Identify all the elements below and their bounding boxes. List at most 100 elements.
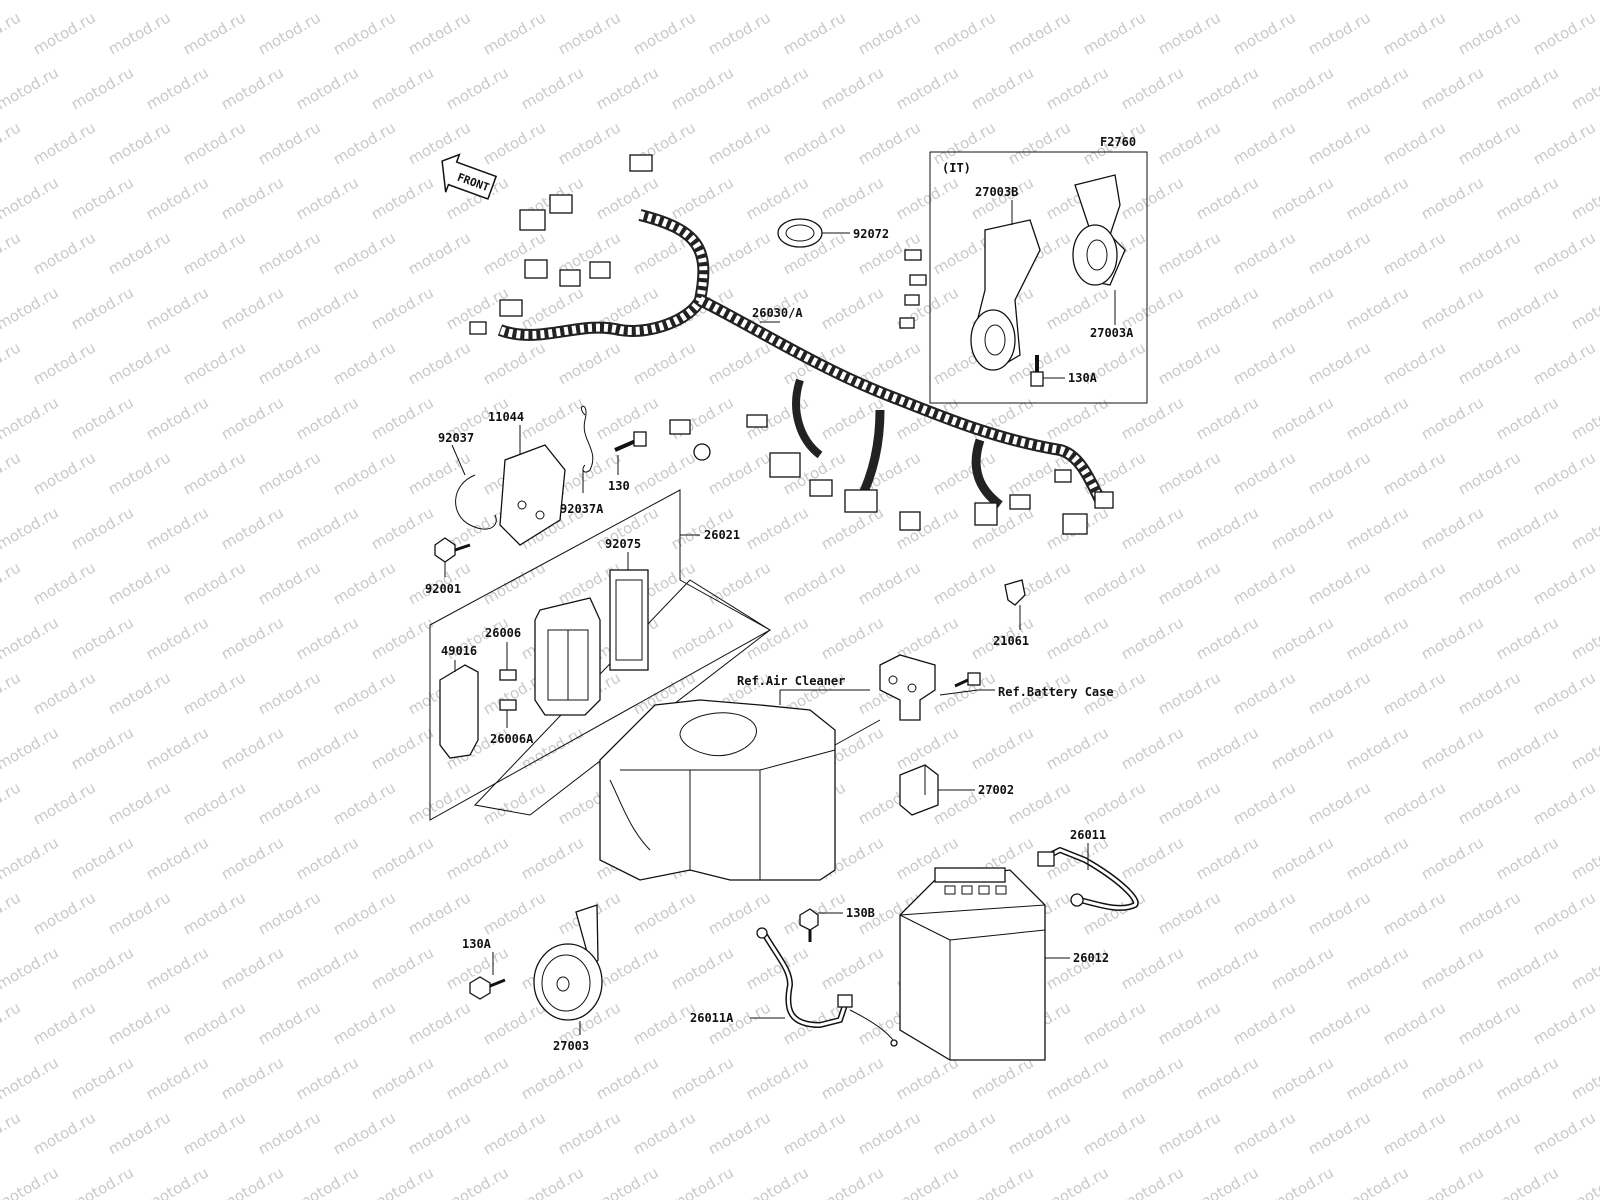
watermark-text: motod.ru xyxy=(368,503,437,553)
watermark-text: motod.ru xyxy=(1268,943,1337,993)
watermark-text: motod.ru xyxy=(1230,1108,1299,1158)
watermark-text: motod.ru xyxy=(1343,0,1412,3)
watermark-text: motod.ru xyxy=(705,338,774,388)
watermark-text: motod.ru xyxy=(1493,173,1562,223)
watermark-text: motod.ru xyxy=(593,1163,662,1200)
watermark-text: motod.ru xyxy=(593,0,662,3)
watermark-text: motod.ru xyxy=(368,613,437,663)
watermark-text: motod.ru xyxy=(893,63,962,113)
watermark-text: motod.ru xyxy=(1268,1163,1337,1200)
front-arrow-icon: FRONT xyxy=(441,153,498,200)
watermark-text: motod.ru xyxy=(180,998,249,1048)
watermark-text: motod.ru xyxy=(1268,723,1337,773)
watermark-text: motod.ru xyxy=(1118,1053,1187,1103)
watermark-text: motod.ru xyxy=(630,448,699,498)
watermark-text: motod.ru xyxy=(480,8,549,58)
watermark-text: motod.ru xyxy=(705,118,774,168)
watermark-text: motod.ru xyxy=(330,1108,399,1158)
watermark-text: motod.ru xyxy=(1380,1108,1449,1158)
watermark-text: motod.ru xyxy=(893,1163,962,1200)
watermark-text: motod.ru xyxy=(255,558,324,608)
watermark-text: motod.ru xyxy=(255,448,324,498)
watermark-text: motod.ru xyxy=(705,558,774,608)
watermark-text: motod.ru xyxy=(218,0,287,3)
bolt-130A-bottom xyxy=(469,976,506,1000)
watermark-text: motod.ru xyxy=(0,63,62,113)
watermark-text: motod.ru xyxy=(1230,888,1299,938)
watermark-text: motod.ru xyxy=(1530,778,1599,828)
watermark-text: motod.ru xyxy=(218,503,287,553)
fuse-26006 xyxy=(499,669,517,681)
watermark-text: motod.ru xyxy=(143,833,212,883)
watermark-text: motod.ru xyxy=(1455,448,1524,498)
watermark-text: motod.ru xyxy=(330,8,399,58)
label-26021: 26021 xyxy=(704,528,740,542)
watermark-text: motod.ru xyxy=(1493,613,1562,663)
watermark-text: motod.ru xyxy=(1080,998,1149,1048)
cable-26011 xyxy=(1037,847,1139,911)
watermark-text: motod.ru xyxy=(405,778,474,828)
watermark-text: motod.ru xyxy=(1305,558,1374,608)
watermark-text: motod.ru xyxy=(1005,1108,1074,1158)
watermark-text: motod.ru xyxy=(143,723,212,773)
watermark-text: motod.ru xyxy=(105,338,174,388)
watermark-text: motod.ru xyxy=(105,118,174,168)
watermark-text: motod.ru xyxy=(1230,228,1299,278)
watermark-text: motod.ru xyxy=(1455,778,1524,828)
watermark-text: motod.ru xyxy=(255,778,324,828)
watermark-text: motod.ru xyxy=(1268,173,1337,223)
watermark-text: motod.ru xyxy=(818,943,887,993)
watermark-text: motod.ru xyxy=(218,63,287,113)
watermark-text: motod.ru xyxy=(30,888,99,938)
watermark-text: motod.ru xyxy=(180,558,249,608)
watermark-text: motod.ru xyxy=(1155,228,1224,278)
watermark-text: motod.ru xyxy=(0,833,62,883)
watermark-text: motod.ru xyxy=(143,1053,212,1103)
watermark-text: motod.ru xyxy=(855,8,924,58)
watermark-text: motod.ru xyxy=(1118,943,1187,993)
watermark-text: motod.ru xyxy=(30,558,99,608)
watermark-text: motod.ru xyxy=(1005,118,1074,168)
label-92072: 92072 xyxy=(853,227,889,241)
watermark-text: motod.ru xyxy=(143,173,212,223)
watermark-text: motod.ru xyxy=(668,1053,737,1103)
watermark-text: motod.ru xyxy=(405,8,474,58)
watermark-text: motod.ru xyxy=(143,393,212,443)
watermark-text: motod.ru xyxy=(1493,0,1562,3)
watermark-text: motod.ru xyxy=(68,1053,137,1103)
label-130B: 130B xyxy=(846,906,875,920)
watermark-text: motod.ru xyxy=(255,888,324,938)
watermark-text: motod.ru xyxy=(1418,833,1487,883)
watermark-text: motod.ru xyxy=(0,283,62,333)
watermark-text: motod.ru xyxy=(1305,888,1374,938)
watermark-text: motod.ru xyxy=(405,998,474,1048)
figure-code: F2760 xyxy=(1100,135,1136,149)
watermark-text: motod.ru xyxy=(1455,558,1524,608)
label-26012: 26012 xyxy=(1073,951,1109,965)
watermark-text: motod.ru xyxy=(180,8,249,58)
watermark-text: motod.ru xyxy=(1380,668,1449,718)
watermark-text: motod.ru xyxy=(1418,503,1487,553)
clip-92037A xyxy=(580,405,594,473)
watermark-text: motod.ru xyxy=(630,8,699,58)
watermark-text: motod.ru xyxy=(593,393,662,443)
watermark-text: motod.ru xyxy=(68,503,137,553)
watermark-text: motod.ru xyxy=(1343,613,1412,663)
watermark-text: motod.ru xyxy=(968,723,1037,773)
watermark-text: motod.ru xyxy=(1455,888,1524,938)
watermark-text: motod.ru xyxy=(0,338,24,388)
watermark-text: motod.ru xyxy=(818,1163,887,1200)
watermark-text: motod.ru xyxy=(30,228,99,278)
watermark-text: motod.ru xyxy=(330,888,399,938)
watermark-text: motod.ru xyxy=(1155,998,1224,1048)
watermark-text: motod.ru xyxy=(180,338,249,388)
watermark-text: motod.ru xyxy=(0,1108,24,1158)
watermark-text: motod.ru xyxy=(218,283,287,333)
watermark-text: motod.ru xyxy=(405,1108,474,1158)
watermark-text: motod.ru xyxy=(1343,943,1412,993)
watermark-text: motod.ru xyxy=(293,833,362,883)
watermark-text: motod.ru xyxy=(1380,448,1449,498)
watermark-text: motod.ru xyxy=(1380,998,1449,1048)
watermark-text: motod.ru xyxy=(780,118,849,168)
watermark-text: motod.ru xyxy=(555,1108,624,1158)
